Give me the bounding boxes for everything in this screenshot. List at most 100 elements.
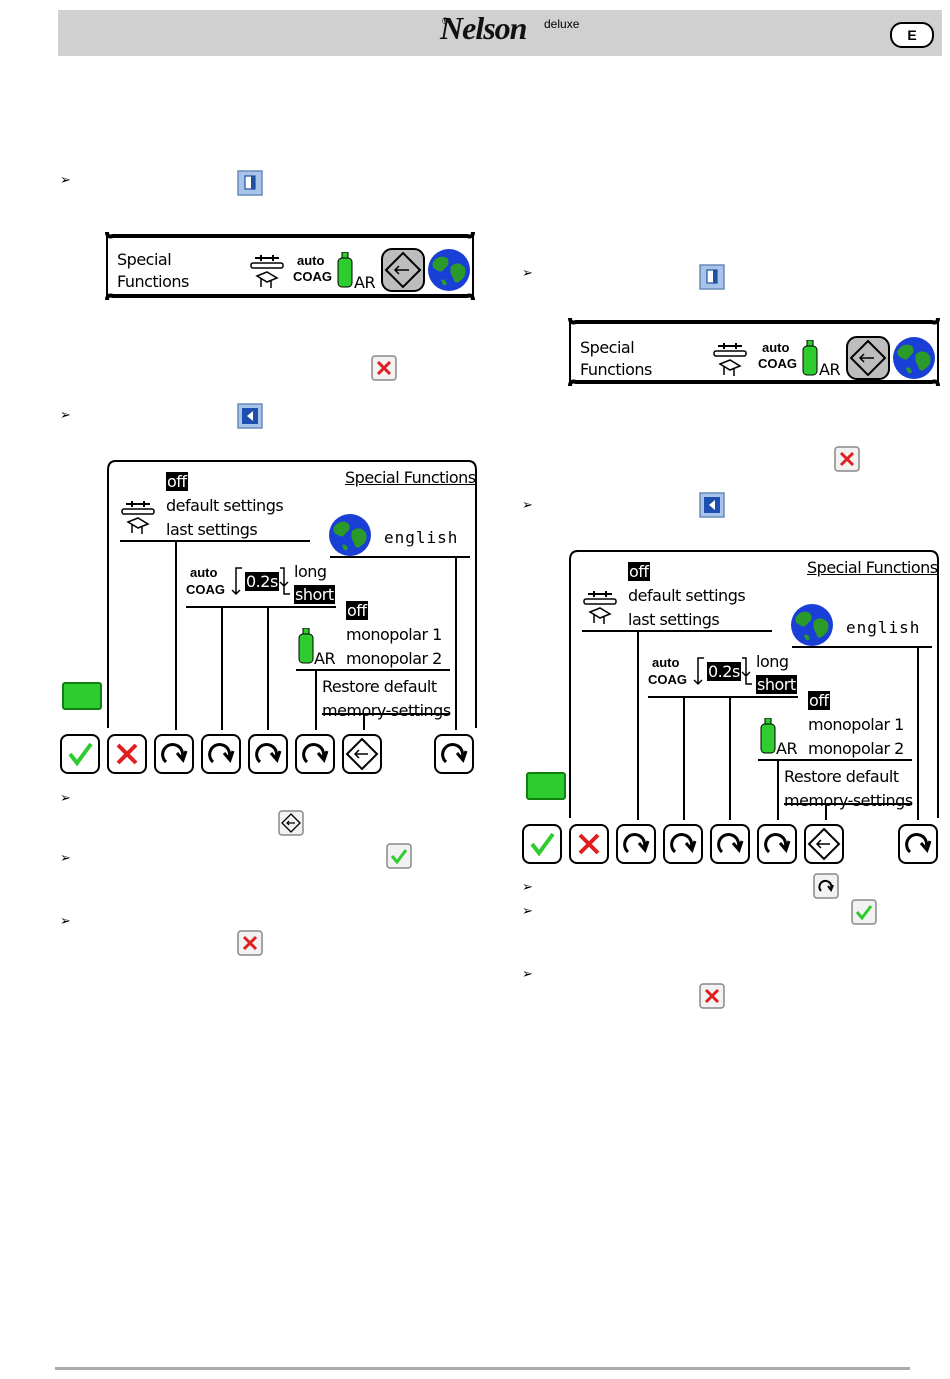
cancel-x-icon <box>834 446 860 472</box>
status-label-line2: Functions <box>580 360 652 379</box>
status-label-line1: Special <box>117 250 172 269</box>
globe-icon <box>791 604 833 646</box>
globe-icon <box>893 337 935 379</box>
restore-line2[interactable]: memory-settings <box>784 791 913 810</box>
cycle-button-4[interactable] <box>295 734 335 774</box>
cycle-button-2[interactable] <box>663 824 703 864</box>
restore-line1[interactable]: Restore default <box>322 677 437 696</box>
coag-long[interactable]: long <box>294 562 327 581</box>
bullet-marker: ➢ <box>60 790 71 805</box>
menu-title: Special Functions <box>345 468 476 487</box>
bullet-marker: ➢ <box>60 913 71 928</box>
cycle-small-icon <box>813 873 839 899</box>
arrow-up-bracket-icon <box>231 567 242 596</box>
status-coag-label: COAG <box>293 269 332 284</box>
confirm-button[interactable] <box>60 734 100 774</box>
memory-option-last[interactable]: last settings <box>628 610 720 629</box>
coag-long[interactable]: long <box>756 652 789 671</box>
globe-icon <box>329 514 371 556</box>
special-functions-menu: Special Functions off default settings l… <box>58 458 478 776</box>
memory-settings-icon <box>713 343 747 376</box>
enter-button[interactable] <box>342 734 382 774</box>
status-led-green <box>62 682 102 710</box>
cancel-button[interactable] <box>569 824 609 864</box>
bullet-marker: ➢ <box>522 966 533 981</box>
menu-title: Special Functions <box>807 558 938 577</box>
delay-value[interactable]: 0.2s <box>707 662 741 681</box>
brand-logo: Nelson <box>440 10 527 46</box>
status-gas-label: AR <box>354 273 376 292</box>
memory-settings-icon <box>121 501 155 534</box>
auto-coag-auto: auto <box>190 565 218 580</box>
status-gas-label: AR <box>819 360 841 379</box>
gas-label: AR <box>314 649 336 668</box>
gas-option-mono2[interactable]: monopolar 2 <box>808 739 904 758</box>
memory-option-default[interactable]: default settings <box>628 586 746 605</box>
cycle-button-4[interactable] <box>757 824 797 864</box>
gas-option-mono1[interactable]: monopolar 1 <box>346 625 442 644</box>
gas-option-off[interactable]: off <box>346 601 368 620</box>
gas-label: AR <box>776 739 798 758</box>
gas-option-mono2[interactable]: monopolar 2 <box>346 649 442 668</box>
logo-deluxe: deluxe <box>544 17 580 31</box>
status-bar-display: Special Functions auto COAG AR <box>105 224 475 310</box>
cycle-button-1[interactable] <box>616 824 656 864</box>
bullet-marker: ➢ <box>60 407 71 422</box>
coag-short[interactable]: short <box>756 675 797 694</box>
coag-short[interactable]: short <box>294 585 335 604</box>
cycle-button-3[interactable] <box>248 734 288 774</box>
arrow-up-bracket-icon <box>693 657 704 686</box>
language-value[interactable]: english <box>846 618 921 637</box>
bullet-marker: ➢ <box>60 850 71 865</box>
auto-coag-coag: COAG <box>186 582 225 597</box>
cycle-button-1[interactable] <box>154 734 194 774</box>
cancel-x-icon <box>237 930 263 956</box>
bullet-marker: ➢ <box>522 497 533 512</box>
restore-line2[interactable]: memory-settings <box>322 701 451 720</box>
special-functions-menu: Special Functions off default settings l… <box>520 548 942 866</box>
auto-coag-auto: auto <box>652 655 680 670</box>
bullet-marker: ➢ <box>522 265 533 280</box>
gas-cylinder-icon <box>760 718 776 754</box>
cancel-x-icon <box>699 983 725 1009</box>
memory-option-off[interactable]: off <box>628 562 650 581</box>
enter-diamond-small-icon <box>278 810 304 836</box>
confirm-button[interactable] <box>522 824 562 864</box>
status-auto-label: auto <box>762 340 790 355</box>
delay-value[interactable]: 0.2s <box>245 572 279 591</box>
status-bar-display: Special Functions auto COAG AR <box>568 310 940 396</box>
gas-option-off[interactable]: off <box>808 691 830 710</box>
cycle-button-5[interactable] <box>898 824 938 864</box>
back-arrow-icon <box>237 403 263 429</box>
bullet-marker: ➢ <box>522 879 533 894</box>
enter-diamond-icon <box>846 336 890 380</box>
memory-option-last[interactable]: last settings <box>166 520 258 539</box>
enter-button[interactable] <box>804 824 844 864</box>
language-value[interactable]: english <box>384 528 459 547</box>
restore-line1[interactable]: Restore default <box>784 767 899 786</box>
bullet-marker: ➢ <box>522 903 533 918</box>
bullet-marker: ➢ <box>60 172 71 187</box>
status-auto-label: auto <box>297 253 325 268</box>
cancel-button[interactable] <box>107 734 147 774</box>
memory-option-off[interactable]: off <box>166 472 188 491</box>
status-led-green <box>526 772 566 800</box>
language-badge: E <box>890 22 934 48</box>
globe-icon <box>428 249 470 291</box>
confirm-check-icon <box>851 899 877 925</box>
status-coag-label: COAG <box>758 356 797 371</box>
menu-page-icon <box>699 264 725 290</box>
page-header <box>58 10 942 56</box>
cycle-button-2[interactable] <box>201 734 241 774</box>
logo-registered-mark: ® <box>442 16 449 26</box>
gas-option-mono1[interactable]: monopolar 1 <box>808 715 904 734</box>
memory-option-default[interactable]: default settings <box>166 496 284 515</box>
footer-rule <box>55 1367 910 1370</box>
cycle-button-3[interactable] <box>710 824 750 864</box>
arrow-down-bracket-icon <box>741 657 752 685</box>
gas-cylinder-icon <box>337 252 353 288</box>
cancel-x-icon <box>371 355 397 381</box>
cycle-button-5[interactable] <box>434 734 474 774</box>
back-arrow-icon <box>699 492 725 518</box>
arrow-down-bracket-icon <box>279 567 290 595</box>
